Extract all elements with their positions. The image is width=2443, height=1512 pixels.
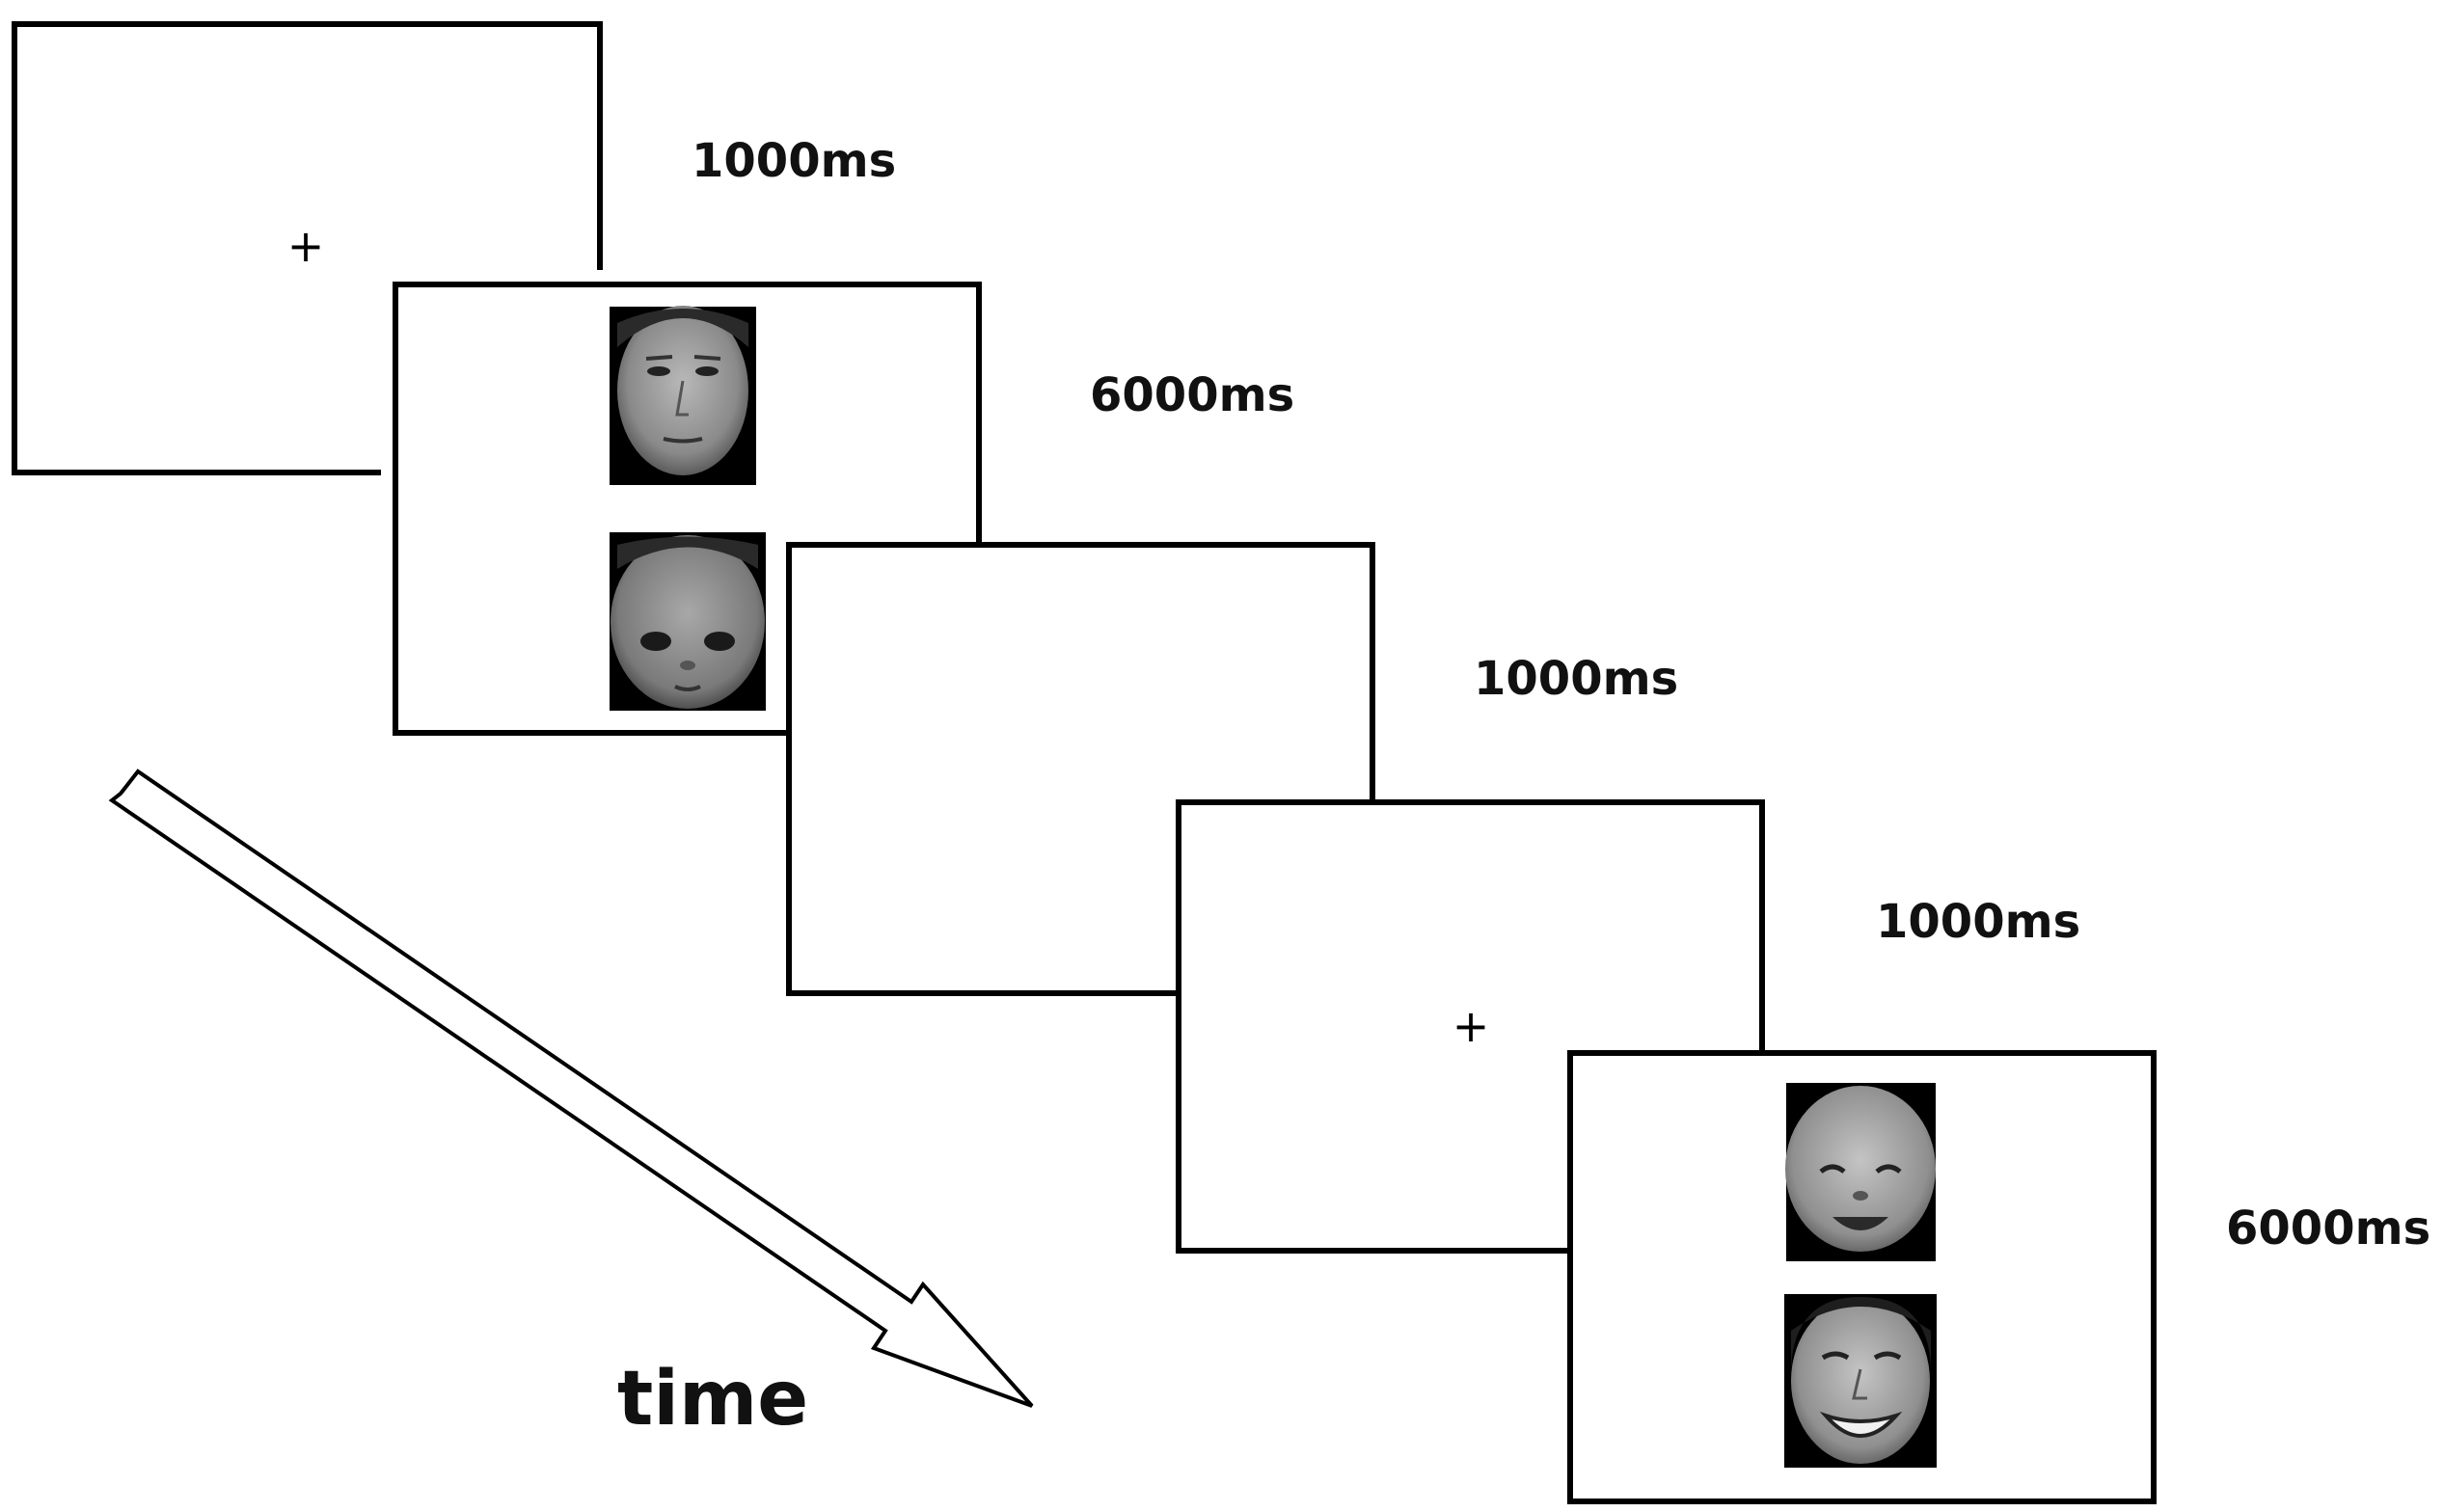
screen-frame-1 xyxy=(12,21,603,475)
duration-label-1: 1000ms xyxy=(692,134,897,188)
fixation-cross-1: + xyxy=(286,220,325,272)
duration-label-2: 6000ms xyxy=(1090,368,1295,422)
infant-smiling-face-image xyxy=(1785,1083,1936,1261)
adult-neutral-face-image xyxy=(610,306,756,485)
duration-label-4: 1000ms xyxy=(1876,895,2081,949)
duration-label-3: 1000ms xyxy=(1474,652,1679,706)
fixation-cross-2: + xyxy=(1452,1000,1490,1052)
time-arrow xyxy=(108,769,1034,1408)
time-label: time xyxy=(617,1356,809,1443)
adult-smiling-face-image xyxy=(1784,1294,1937,1468)
duration-label-5: 6000ms xyxy=(2226,1202,2431,1256)
infant-neutral-face-image xyxy=(610,532,766,711)
